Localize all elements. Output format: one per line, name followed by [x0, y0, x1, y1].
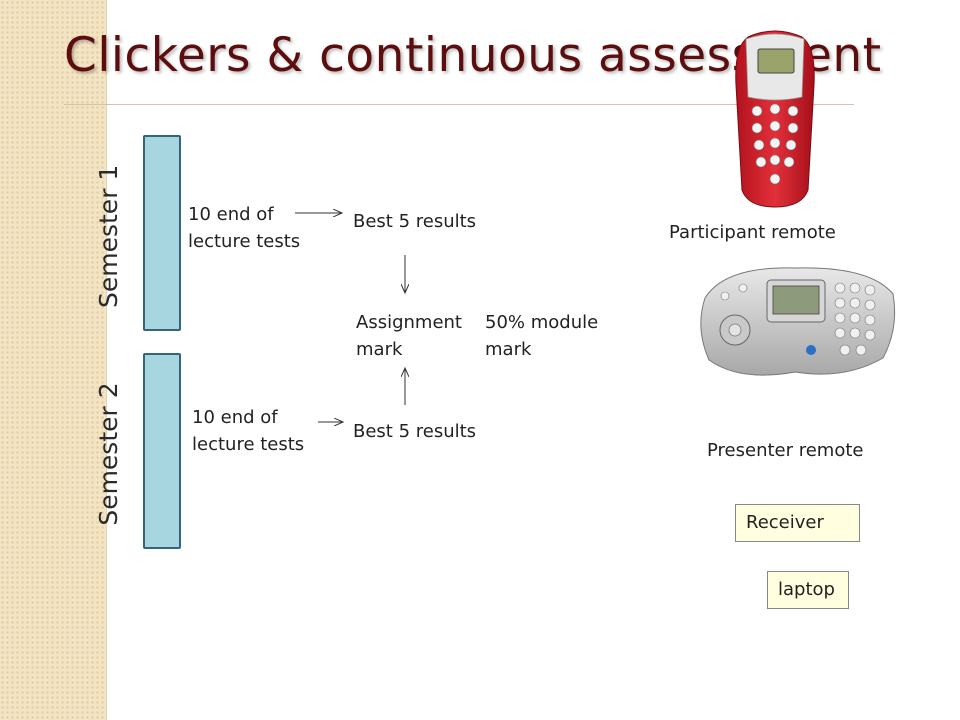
semester-1-tests-line-2: lecture tests — [188, 231, 301, 252]
participant-remote-icon — [735, 30, 815, 208]
title-rule — [64, 104, 854, 105]
laptop-box: laptop — [767, 571, 849, 609]
participant-remote-label: Participant remote — [669, 222, 836, 243]
semester-2-tests: 10 end of lecture tests — [192, 404, 304, 458]
semester-2-best-results: Best 5 results — [353, 421, 477, 442]
semester-2-bar — [143, 353, 181, 549]
module-mark: 50% module mark — [485, 309, 598, 363]
assignment-mark: Assignment mark — [356, 309, 462, 363]
module-mark-line-1: 50% module — [485, 312, 599, 333]
semester-2-tests-line-1: 10 end of — [192, 407, 278, 428]
assignment-mark-line-2: mark — [356, 339, 403, 360]
semester-2-tests-line-2: lecture tests — [192, 434, 305, 455]
assignment-mark-line-1: Assignment — [356, 312, 462, 333]
receiver-box: Receiver — [735, 504, 860, 542]
module-mark-line-2: mark — [485, 339, 532, 360]
semester-1-tests: 10 end of lecture tests — [188, 201, 300, 255]
presenter-remote-label: Presenter remote — [707, 440, 864, 461]
presenter-remote-icon — [700, 267, 896, 376]
semester-1-bar — [143, 135, 181, 331]
semester-1-tests-line-1: 10 end of — [188, 204, 274, 225]
decorative-sidebar — [0, 0, 107, 720]
semester-1-best-results: Best 5 results — [353, 211, 477, 232]
